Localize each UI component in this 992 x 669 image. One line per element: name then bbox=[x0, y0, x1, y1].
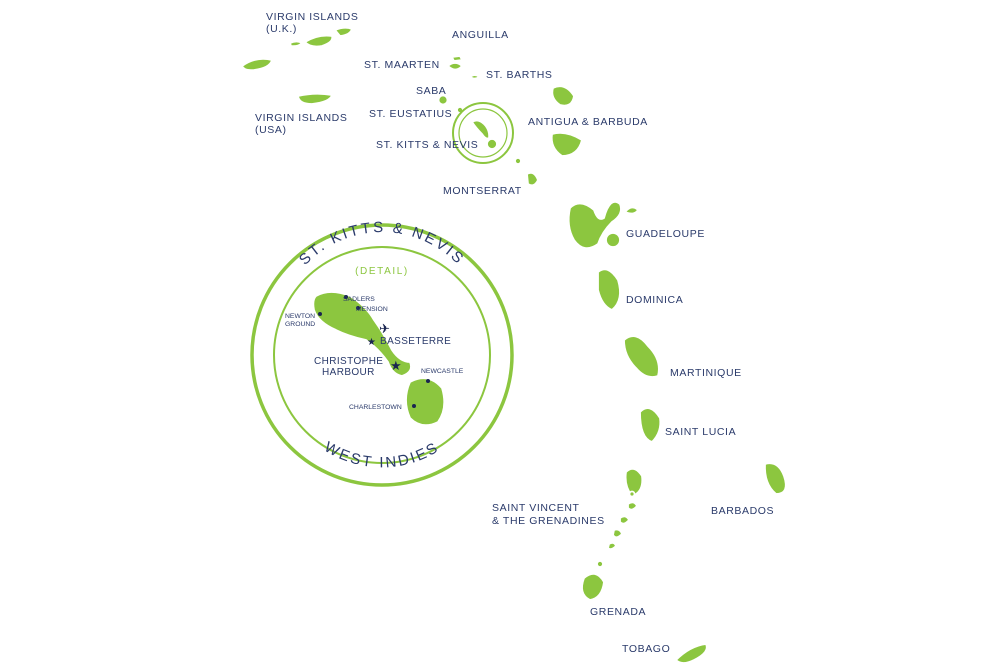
detail-label-charlestown: CHARLESTOWN bbox=[349, 404, 402, 411]
label-saba: SABA bbox=[416, 85, 446, 97]
detail-label-newcastle: NEWCASTLE bbox=[421, 368, 464, 375]
label-grenada: GRENADA bbox=[590, 606, 646, 618]
town-newton-dot bbox=[318, 312, 322, 316]
antigua-barbuda-shape bbox=[550, 85, 584, 157]
saba-shape bbox=[437, 94, 449, 106]
label-virgin-uk: VIRGIN ISLANDS bbox=[266, 11, 358, 23]
dominica-shape bbox=[597, 268, 621, 312]
label-guadeloupe: GUADELOUPE bbox=[626, 228, 705, 240]
saint-vincent-shape bbox=[607, 467, 644, 551]
label-montserrat: MONTSERRAT bbox=[443, 185, 522, 197]
detail-inset: ST. KITTS & NEVIS WEST INDIES (DETAIL) ★… bbox=[250, 219, 514, 487]
capital-star-icon: ★ bbox=[367, 337, 376, 348]
tobago-shape bbox=[674, 643, 708, 664]
label-barbados: BARBADOS bbox=[711, 505, 774, 517]
st-kitts-nevis-ring bbox=[452, 102, 514, 164]
label-saint-vincent-sub: & THE GRENADINES bbox=[492, 515, 605, 527]
label-st-kitts: ST. KITTS & NEVIS bbox=[376, 139, 478, 151]
montserrat-shape bbox=[514, 157, 539, 187]
label-virgin-usa: VIRGIN ISLANDS bbox=[255, 112, 347, 124]
label-st-eustatius: ST. EUSTATIUS bbox=[369, 108, 452, 120]
virgin-islands-uk-shape bbox=[240, 26, 354, 72]
label-tobago: TOBAGO bbox=[622, 643, 670, 655]
detail-label-harbour: HARBOUR bbox=[322, 367, 375, 378]
grenada-shape bbox=[581, 560, 605, 601]
detail-label-basseterre: BASSETERRE bbox=[380, 336, 451, 347]
town-sadlers-dot bbox=[344, 295, 348, 299]
detail-label-ground: GROUND bbox=[285, 321, 315, 328]
detail-label-sadlers: SADLERS bbox=[343, 296, 375, 303]
barbados-shape bbox=[764, 462, 787, 495]
guadeloupe-shape bbox=[567, 200, 640, 250]
town-charlestown-dot bbox=[412, 404, 416, 408]
airplane-icon: ✈ bbox=[379, 322, 390, 337]
st-maarten-shape bbox=[446, 62, 464, 71]
detail-subtitle: (DETAIL) bbox=[355, 266, 409, 277]
label-virgin-usa-sub: (USA) bbox=[255, 124, 287, 136]
label-virgin-uk-sub: (U.K.) bbox=[266, 23, 297, 35]
label-anguilla: ANGUILLA bbox=[452, 29, 509, 41]
detail-label-mension: MENSION bbox=[356, 306, 388, 313]
martinique-shape bbox=[623, 335, 660, 378]
anguilla-shape bbox=[450, 55, 464, 62]
saint-lucia-shape bbox=[639, 407, 662, 444]
nevis-detail-shape bbox=[405, 377, 446, 427]
label-martinique: MARTINIQUE bbox=[670, 367, 742, 379]
label-dominica: DOMINICA bbox=[626, 294, 683, 306]
label-antigua: ANTIGUA & BARBUDA bbox=[528, 116, 648, 128]
harbour-star-icon: ★ bbox=[390, 359, 402, 374]
town-newcastle-dot bbox=[426, 379, 430, 383]
st-kitts-detail-shape bbox=[312, 291, 412, 377]
st-barths-shape bbox=[468, 74, 481, 80]
virgin-islands-usa-shape bbox=[297, 92, 334, 105]
label-st-barths: ST. BARTHS bbox=[486, 69, 553, 81]
label-saint-vincent: SAINT VINCENT bbox=[492, 502, 580, 514]
detail-label-christophe: CHRISTOPHE bbox=[314, 356, 383, 367]
town-mension-dot bbox=[356, 306, 360, 310]
detail-label-newton: NEWTON bbox=[285, 313, 315, 320]
label-st-maarten: ST. MAARTEN bbox=[364, 59, 440, 71]
label-saint-lucia: SAINT LUCIA bbox=[665, 426, 736, 438]
